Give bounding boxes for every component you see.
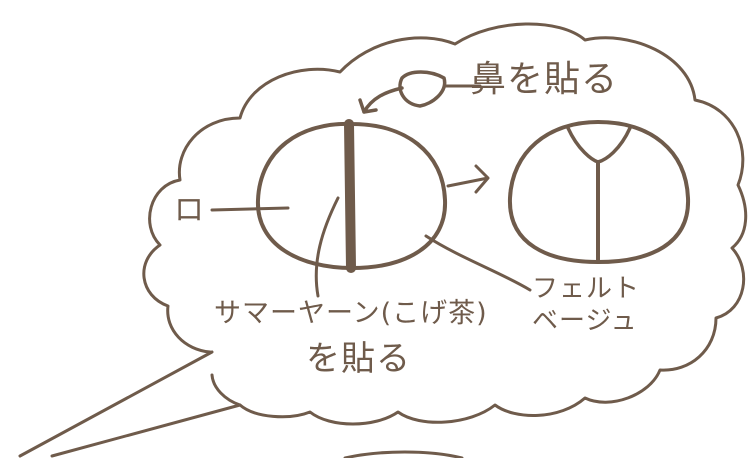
nose-label: 鼻を貼る: [470, 59, 619, 100]
mouth-label: ロ: [174, 193, 205, 228]
nose-arrow: [358, 86, 404, 114]
right-face-nose: [566, 126, 632, 164]
yarn-stripe: [344, 119, 356, 273]
yarn-leader-line: [314, 196, 340, 298]
yarn-label-line1: サマーヤーン(こげ茶): [214, 298, 488, 329]
nose-shape: [398, 70, 447, 108]
felt-leader-line: [424, 234, 532, 292]
thought-cloud-outline: [142, 22, 748, 426]
transform-arrow: [446, 164, 490, 194]
yarn-label-line2: を貼る: [306, 339, 411, 379]
felt-label-line2: ベージュ: [532, 306, 638, 336]
partial-bottom-outline: [343, 450, 464, 458]
mouth-leader-line: [210, 206, 290, 212]
speech-tail: [18, 350, 242, 458]
felt-label-line1: フェルト: [532, 274, 641, 304]
